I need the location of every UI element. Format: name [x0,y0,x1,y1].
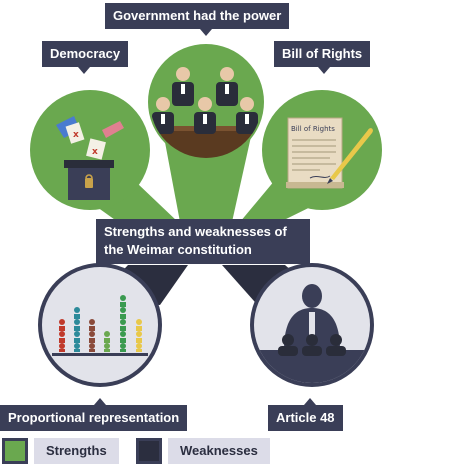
legend-swatch-strengths [2,438,28,464]
label-bill-of-rights-text: Bill of Rights [282,46,363,61]
document-heading: Bill of Rights [291,125,335,133]
government-illustration [148,44,264,160]
label-government-text: Government had the power [113,8,282,23]
democracy-illustration: x x [30,90,150,210]
diagram-title: Strengths and weaknesses of the Weimar c… [96,219,310,264]
bill-of-rights-illustration: Bill of Rights [262,90,382,210]
svg-text:x: x [73,130,79,140]
label-pointer [78,67,90,74]
label-democracy: Democracy [42,41,129,74]
label-pointer [318,67,330,74]
legend-weaknesses: Weaknesses [136,438,270,464]
label-article48: Article 48 [268,398,343,431]
svg-text:x: x [92,147,98,157]
label-bill-of-rights: Bill of Rights [274,41,371,74]
article48-illustration [250,263,374,387]
label-article48-text: Article 48 [276,410,335,425]
legend-strengths: Strengths [2,438,119,464]
label-proportional-text: Proportional representation [8,410,180,425]
legend-weaknesses-text: Weaknesses [168,438,270,464]
legend-swatch-weaknesses [136,438,162,464]
legend-strengths-text: Strengths [34,438,119,464]
diagram-title-text: Strengths and weaknesses of the Weimar c… [104,224,287,257]
label-democracy-text: Democracy [50,46,121,61]
label-government: Government had the power [105,3,290,36]
label-proportional: Proportional representation [0,398,188,431]
proportional-illustration [38,263,162,387]
label-pointer [200,29,212,36]
label-pointer [304,398,316,405]
label-pointer [94,398,106,405]
